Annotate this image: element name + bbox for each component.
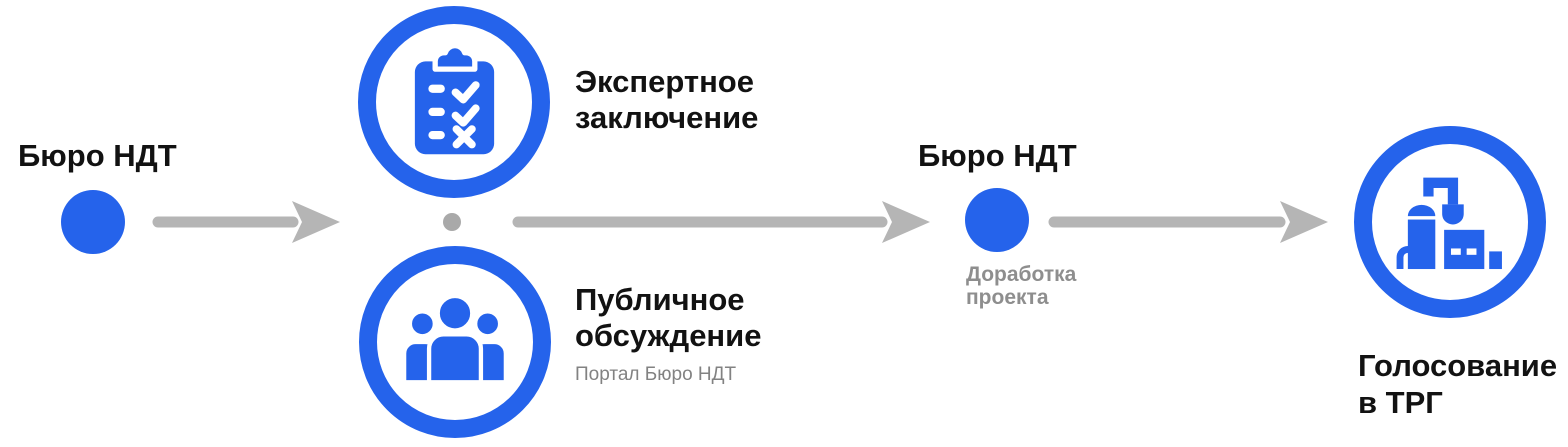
- trg-voting-label-line2: в ТРГ: [1358, 385, 1443, 420]
- expert-review-label-line2: заключение: [575, 100, 759, 135]
- arrow-2: [512, 201, 930, 243]
- bureau-start-node: [61, 190, 125, 254]
- bureau-revision-note-line1: Доработка: [966, 263, 1077, 286]
- bureau-start-label: Бюро НДТ: [18, 138, 177, 173]
- connector-dot: [443, 213, 461, 231]
- public-discussion-label-line2: обсуждение: [575, 318, 762, 353]
- trg-voting-node: [1354, 126, 1546, 318]
- bureau-revision-node: [965, 188, 1029, 252]
- bureau-revision-note: Доработка проекта: [966, 263, 1076, 309]
- public-discussion-label-line1: Публичное: [575, 282, 745, 317]
- expert-review-label-line1: Экспертное: [575, 64, 754, 99]
- clipboard-checklist-icon: [414, 44, 494, 155]
- bureau-revision-label: Бюро НДТ: [918, 138, 1077, 173]
- factory-icon: [1396, 177, 1502, 270]
- arrow-1: [152, 201, 340, 243]
- trg-voting-label-line1: Голосование: [1358, 348, 1558, 383]
- public-discussion-label: Публичное обсуждение: [575, 282, 761, 354]
- public-discussion-subtitle: Портал Бюро НДТ: [575, 364, 737, 385]
- trg-voting-label: Голосование в ТРГ: [1358, 347, 1557, 421]
- expert-review-node: [358, 6, 550, 198]
- public-discussion-node: [359, 246, 551, 438]
- arrow-3: [1048, 201, 1328, 243]
- expert-review-label: Экспертное заключение: [575, 64, 758, 136]
- people-group-icon: [402, 294, 508, 385]
- bureau-revision-note-line2: проекта: [966, 286, 1049, 309]
